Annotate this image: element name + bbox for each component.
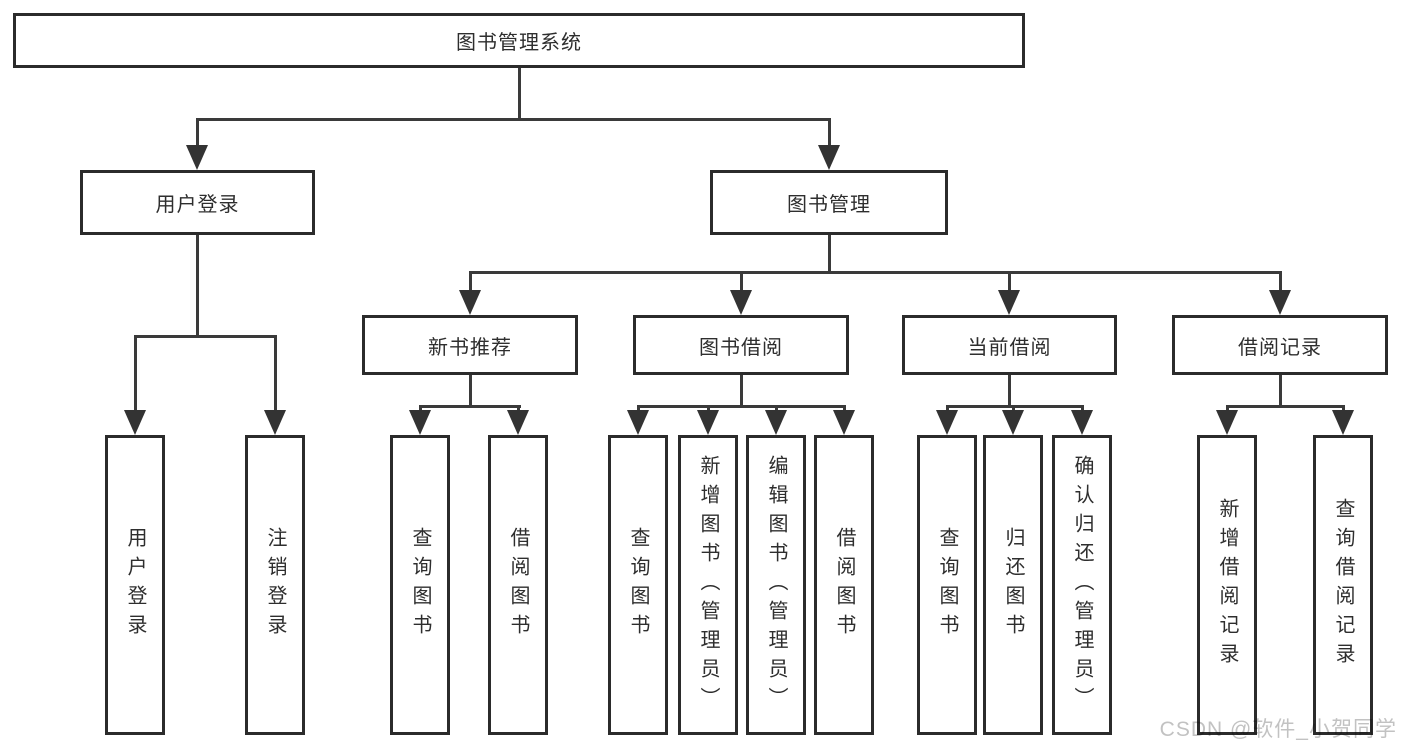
connector-line (517, 405, 520, 413)
connector-line (1008, 375, 1011, 407)
node-label: 图书管理 (787, 194, 871, 216)
leaf-query-books-borrow: 查询图书 (608, 435, 668, 735)
arrow-down-icon (1216, 410, 1238, 435)
arrow-down-icon (627, 410, 649, 435)
arrow-down-icon (1002, 410, 1024, 435)
node-new-book-recommend: 新书推荐 (362, 315, 578, 375)
leaf-query-books-current: 查询图书 (917, 435, 977, 735)
connector-line (1008, 271, 1011, 293)
leaf-add-books-admin: 新增图书（管理员） (678, 435, 738, 735)
arrow-down-icon (264, 410, 286, 435)
node-current-borrow: 当前借阅 (902, 315, 1117, 375)
arrow-down-icon (1269, 290, 1291, 315)
node-label: 新书推荐 (428, 336, 512, 359)
connector-line (1081, 405, 1084, 413)
leaf-edit-books-admin: 编辑图书（管理员） (746, 435, 806, 735)
connector-line (1279, 271, 1282, 293)
connector-line (196, 118, 199, 148)
arrow-down-icon (936, 410, 958, 435)
connector-line (419, 405, 521, 408)
node-label: 图书管理系统 (456, 32, 582, 54)
connector-line (469, 271, 1282, 274)
connector-line (1226, 405, 1229, 413)
arrow-down-icon (1071, 410, 1093, 435)
node-borrow-records: 借阅记录 (1172, 315, 1388, 375)
leaf-confirm-return-admin: 确认归还（管理员） (1052, 435, 1112, 735)
leaf-logout: 注销登录 (245, 435, 305, 735)
connector-line (134, 335, 137, 413)
leaf-return-books: 归还图书 (983, 435, 1043, 735)
connector-line (134, 335, 277, 338)
connector-line (946, 405, 1084, 408)
arrow-down-icon (765, 410, 787, 435)
arrow-down-icon (833, 410, 855, 435)
node-user-login: 用户登录 (80, 170, 315, 235)
connector-line (274, 335, 277, 413)
connector-line (775, 405, 778, 413)
connector-line (707, 405, 710, 413)
arrow-down-icon (409, 410, 431, 435)
arrow-down-icon (697, 410, 719, 435)
connector-line (469, 271, 472, 293)
connector-line (196, 235, 199, 337)
leaf-user-login: 用户登录 (105, 435, 165, 735)
connector-line (946, 405, 949, 413)
connector-line (1226, 405, 1345, 408)
arrow-down-icon (818, 145, 840, 170)
connector-line (518, 68, 521, 120)
connector-line (1012, 405, 1015, 413)
arrow-down-icon (730, 290, 752, 315)
leaf-borrow-books: 借阅图书 (814, 435, 874, 735)
connector-line (828, 235, 831, 273)
connector-line (828, 118, 831, 148)
arrow-down-icon (459, 290, 481, 315)
node-label: 图书借阅 (699, 336, 783, 359)
node-book-management: 图书管理 (710, 170, 948, 235)
leaf-query-books-recommend: 查询图书 (390, 435, 450, 735)
connector-line (843, 405, 846, 413)
node-root-library-system: 图书管理系统 (13, 13, 1025, 68)
node-book-borrow: 图书借阅 (633, 315, 849, 375)
node-label: 当前借阅 (967, 336, 1052, 359)
connector-line (637, 405, 846, 408)
node-label: 借阅记录 (1238, 336, 1322, 359)
arrow-down-icon (998, 290, 1020, 315)
arrow-down-icon (186, 145, 208, 170)
leaf-borrow-books-recommend: 借阅图书 (488, 435, 548, 735)
leaf-query-borrow-record: 查询借阅记录 (1313, 435, 1373, 735)
arrow-down-icon (124, 410, 146, 435)
connector-line (419, 405, 422, 413)
connector-line (469, 375, 472, 407)
connector-line (1279, 375, 1282, 407)
connector-line (740, 271, 743, 293)
connector-line (637, 405, 640, 413)
arrow-down-icon (1332, 410, 1354, 435)
connector-line (740, 375, 743, 407)
arrow-down-icon (507, 410, 529, 435)
connector-line (196, 118, 831, 121)
leaf-add-borrow-record: 新增借阅记录 (1197, 435, 1257, 735)
connector-line (1342, 405, 1345, 413)
csdn-watermark: CSDN @软件_小贺同学 (1159, 718, 1397, 741)
node-label: 用户登录 (155, 194, 240, 216)
